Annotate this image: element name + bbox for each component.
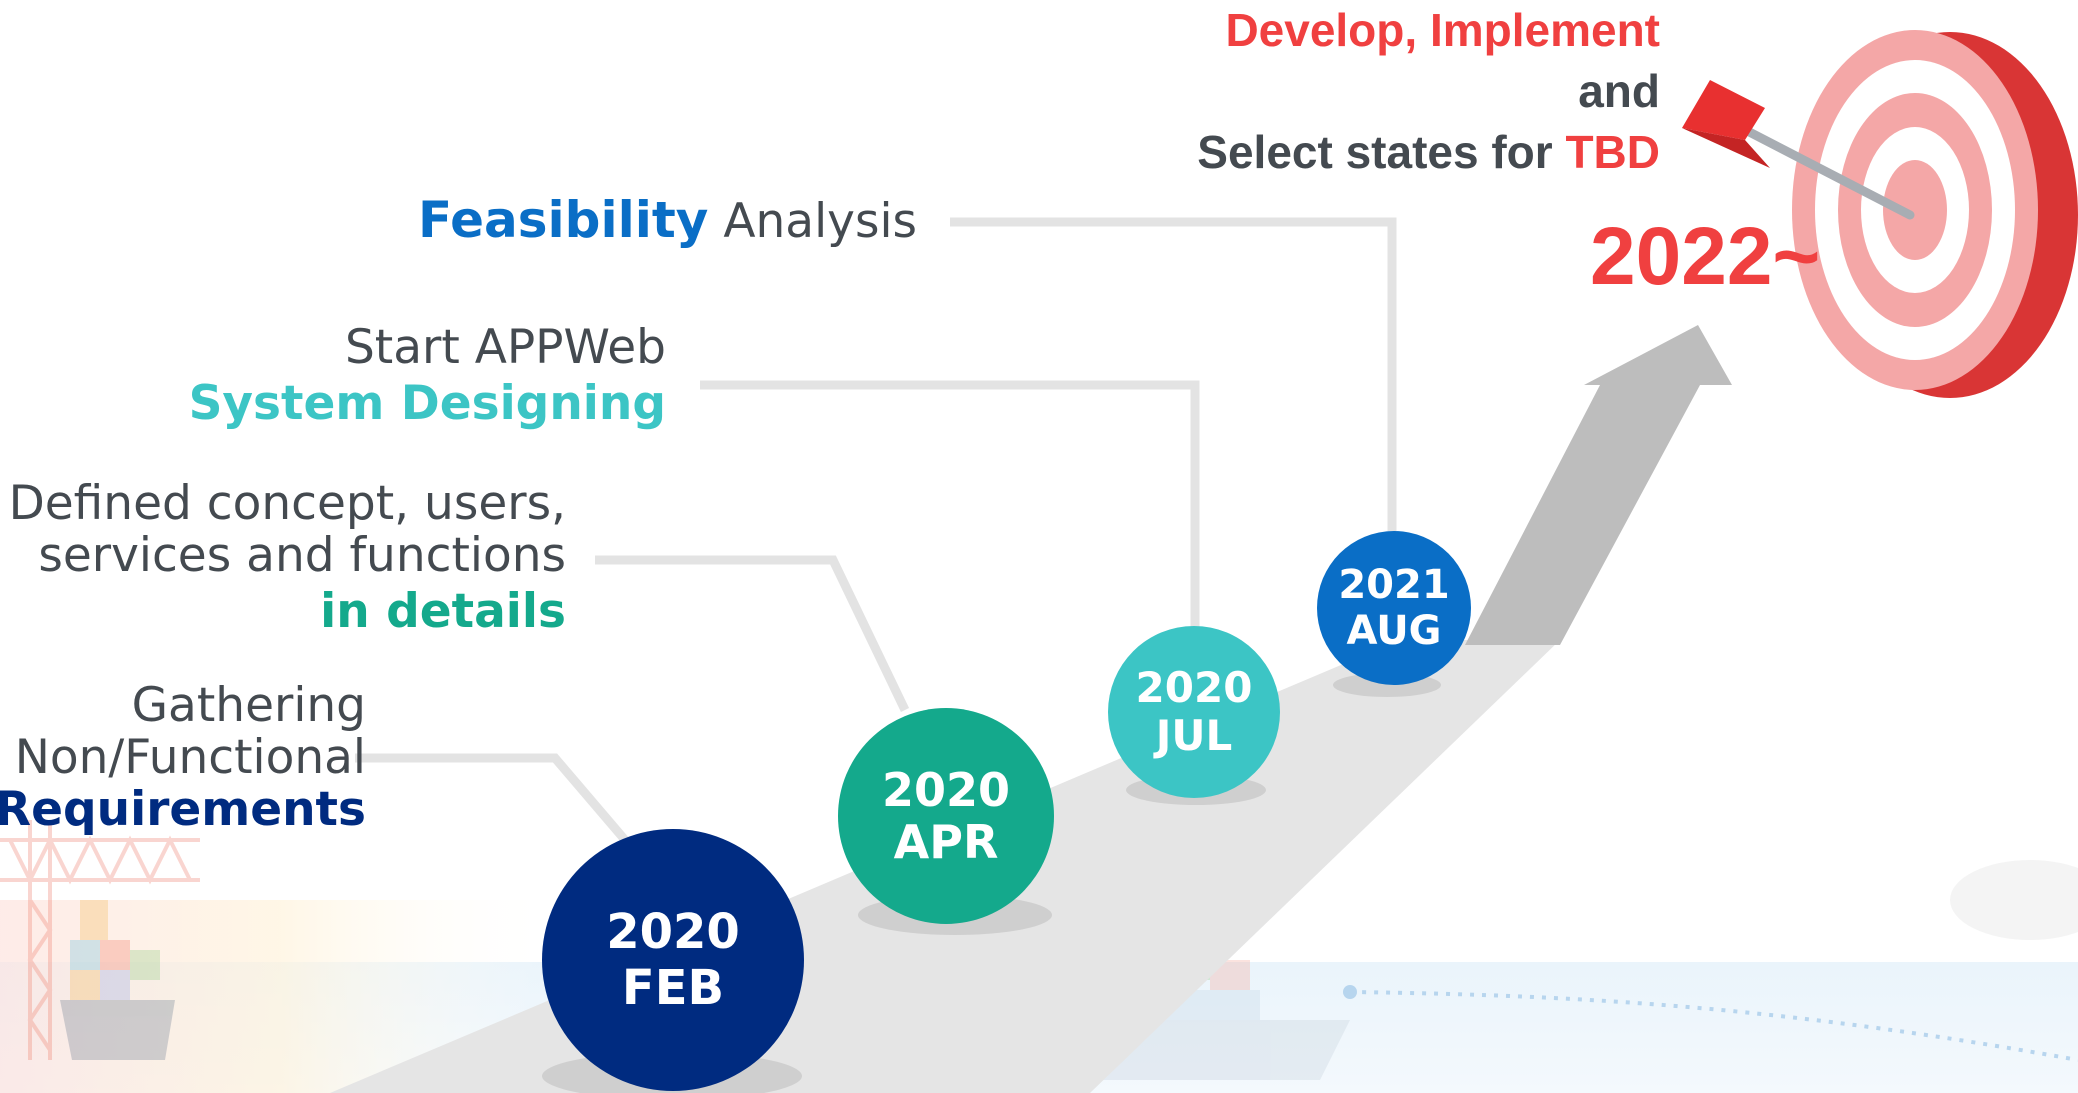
milestone-month: AUG bbox=[1346, 608, 1442, 654]
milestone-2020-jul: 2020 JUL bbox=[1108, 626, 1280, 798]
milestone-year: 2020 bbox=[1135, 663, 1253, 712]
label-rest: Analysis bbox=[723, 194, 917, 249]
milestone-month: FEB bbox=[621, 960, 725, 1016]
label-line: Gathering bbox=[131, 678, 366, 733]
milestone-2021-aug: 2021 AUG bbox=[1317, 531, 1471, 685]
label-line: services and functions bbox=[38, 528, 566, 583]
connector-aug bbox=[950, 217, 1397, 535]
label-emphasis: System Designing bbox=[188, 376, 666, 431]
milestone-year: 2020 bbox=[881, 763, 1011, 817]
goal-line-1: Develop, Implement bbox=[1225, 4, 1660, 56]
goal-text: Develop, Implement and Select states for… bbox=[1197, 0, 1660, 183]
goal-highlight-tbd: TBD bbox=[1565, 126, 1660, 178]
milestone-label-feb: Gathering Non/Functional Requirements bbox=[0, 680, 366, 836]
connector-jul bbox=[700, 380, 1200, 630]
label-emphasis: Feasibility bbox=[418, 191, 709, 249]
route-dotted-line bbox=[1349, 990, 2078, 1062]
label-line: Non/Functional bbox=[14, 730, 366, 785]
connector-feb bbox=[355, 753, 629, 843]
connector-apr bbox=[595, 555, 910, 712]
milestone-year: 2021 bbox=[1338, 562, 1450, 608]
dart-arrow-icon bbox=[1682, 80, 1915, 220]
goal-line-3: Select states for TBD bbox=[1197, 122, 1660, 183]
milestone-year: 2020 bbox=[606, 904, 740, 960]
milestone-month: APR bbox=[893, 815, 999, 869]
goal-line-2: and bbox=[1578, 65, 1660, 117]
label-line: Start APPWeb bbox=[344, 320, 666, 375]
growth-arrow bbox=[1465, 325, 1732, 645]
milestone-label-apr: Defined concept, users, services and fun… bbox=[9, 478, 566, 642]
goal-year: 2022~ bbox=[1590, 211, 1821, 302]
port-crane-icon bbox=[0, 820, 200, 1060]
label-line: Defined concept, users, bbox=[8, 476, 566, 531]
milestone-month: JUL bbox=[1155, 711, 1233, 760]
label-emphasis: Requirements bbox=[0, 782, 366, 837]
milestone-2020-apr: 2020 APR bbox=[838, 708, 1054, 924]
connector-lines bbox=[355, 217, 1397, 843]
goal-line-3-prefix: Select states for bbox=[1197, 126, 1566, 178]
milestone-label-aug: Feasibility Analysis bbox=[418, 190, 917, 252]
milestone-2020-feb: 2020 FEB bbox=[542, 829, 804, 1091]
label-emphasis: in details bbox=[320, 584, 566, 639]
bullseye-target-icon bbox=[1792, 30, 2078, 398]
milestone-label-jul: Start APPWeb System Designing bbox=[189, 320, 666, 432]
